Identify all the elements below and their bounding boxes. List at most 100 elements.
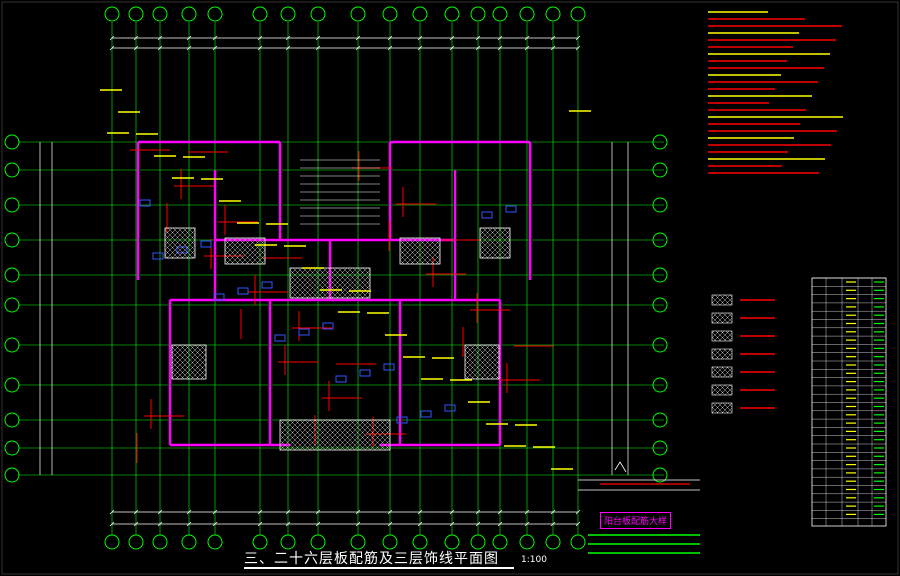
circle-icon [207,534,223,550]
dimension-tick [524,35,530,41]
circle-icon [412,534,428,550]
dimension-tick [315,509,321,515]
hatched-area [399,237,441,265]
dimension-tick [212,35,218,41]
circle-icon [350,6,366,22]
dimension-tick [212,521,218,527]
dimension-tick [257,521,263,527]
dimension-tick [497,509,503,515]
dimension-tick [355,45,361,51]
dimension-tick [355,509,361,515]
circle-icon [4,297,20,313]
dimension-tick [575,509,581,515]
circle-icon [652,232,668,248]
dimension-tick [133,35,139,41]
drawing-title: 三、二十六层板配筋及三层饰线平面图 [244,551,499,567]
circle-icon [128,6,144,22]
circle-icon [128,534,144,550]
opening-mark [139,199,151,207]
dimension-tick [449,509,455,515]
dimension-tick [387,35,393,41]
dimension-tick [212,509,218,515]
circle-icon [4,267,20,283]
dimension-tick [257,509,263,515]
detail-title: 阳台板配筋大样 [600,512,672,529]
section-symbol-icon [614,461,627,473]
opening-mark [396,416,408,424]
dimension-tick [157,35,163,41]
dimension-tick [550,35,556,41]
hatched-area [279,419,391,451]
hatch-legend [711,294,775,414]
title-underline [244,567,514,569]
circle-icon [4,440,20,456]
dimension-tick [157,509,163,515]
dimension-tick [497,521,503,527]
circle-icon [519,6,535,22]
opening-mark [152,252,164,260]
dimension-tick [257,45,263,51]
hatched-area [289,267,371,299]
dimension-tick [133,509,139,515]
dimension-tick [550,521,556,527]
circle-icon [152,534,168,550]
circle-icon [207,6,223,22]
circle-icon [382,534,398,550]
circle-icon [181,534,197,550]
dimension-lines [39,35,629,527]
circle-icon [4,377,20,393]
circle-icon [545,534,561,550]
dimension-tick [285,509,291,515]
opening-mark [359,369,371,377]
circle-icon [280,534,296,550]
dimension-tick [575,35,581,41]
dimension-tick [315,45,321,51]
circle-icon [470,6,486,22]
circle-icon [652,162,668,178]
dimension-tick [387,45,393,51]
legend-swatch [711,384,733,396]
dimension-tick [186,45,192,51]
opening-mark [298,328,310,336]
hatched-area [164,227,196,259]
dimension-tick [387,521,393,527]
circle-icon [350,534,366,550]
dimension-tick [387,509,393,515]
circle-icon [652,440,668,456]
dimension-tick [497,35,503,41]
circle-icon [4,162,20,178]
opening-mark [322,322,334,330]
hatched-area [464,344,500,380]
vertical-grid-lines [111,22,579,535]
dimension-tick [315,521,321,527]
opening-mark [444,404,456,412]
circle-icon [570,534,586,550]
circle-icon [104,6,120,22]
dimension-tick [475,45,481,51]
legend-swatch [711,348,733,360]
axis-bubbles [4,6,668,550]
circle-icon [492,6,508,22]
dimension-tick [550,509,556,515]
circle-icon [652,377,668,393]
circle-icon [104,534,120,550]
legend-swatch [711,366,733,378]
dimension-tick [186,521,192,527]
legend-swatch [711,312,733,324]
legend-swatch [711,402,733,414]
circle-icon [444,6,460,22]
hatched-area [224,237,266,265]
dimension-tick [355,35,361,41]
opening-mark [274,334,286,342]
circle-icon [652,267,668,283]
circle-icon [652,297,668,313]
circle-icon [382,6,398,22]
dimension-tick [475,509,481,515]
hatched-area [171,344,207,380]
dimension-tick [109,35,115,41]
circle-icon [310,6,326,22]
dimension-tick [475,35,481,41]
dimension-tick [417,509,423,515]
